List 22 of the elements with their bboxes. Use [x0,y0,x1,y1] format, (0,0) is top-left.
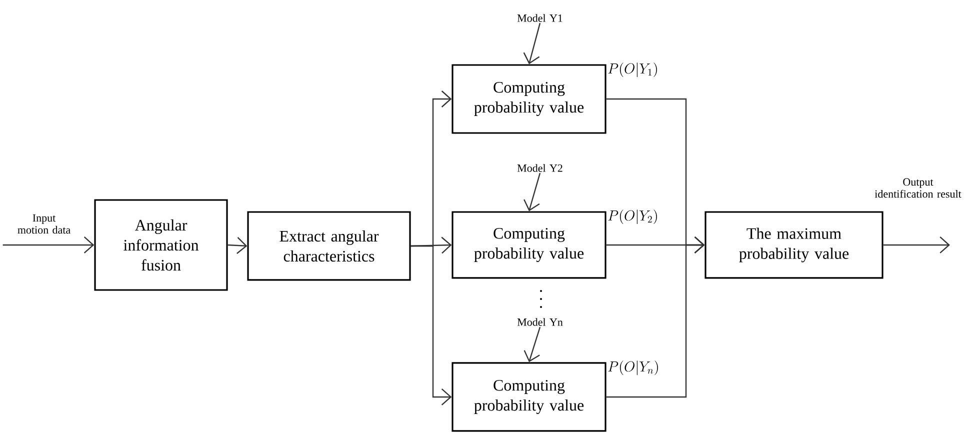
text-label: Output identification result [874,178,962,198]
arrow [2,236,94,254]
edge-label: $P(O|Y_1)$ [606,62,660,78]
arrow [524,172,541,212]
process-box: The maximum probability value [704,211,884,279]
arrow [524,326,541,362]
process-box: Angular information fusion [94,199,228,291]
text-label: Model Y1 [517,14,562,22]
text-label: Model Yn [517,318,563,326]
process-box: Computing probability value [452,211,606,279]
arrow [523,22,541,64]
arrow [410,245,452,406]
arrow [883,236,950,254]
text-label: Input motion data [18,214,70,234]
arrow [606,236,705,398]
edge-label: $P(O|Y_2)$ [606,208,660,225]
text-label: Model Y2 [517,164,562,172]
edge-label: $P(O|Y_n)$ [606,360,660,376]
process-box: Computing probability value [452,362,606,432]
arrow [228,237,248,254]
process-box: Computing probability value [452,64,606,134]
process-box: Extract angular characteristics [247,211,411,281]
